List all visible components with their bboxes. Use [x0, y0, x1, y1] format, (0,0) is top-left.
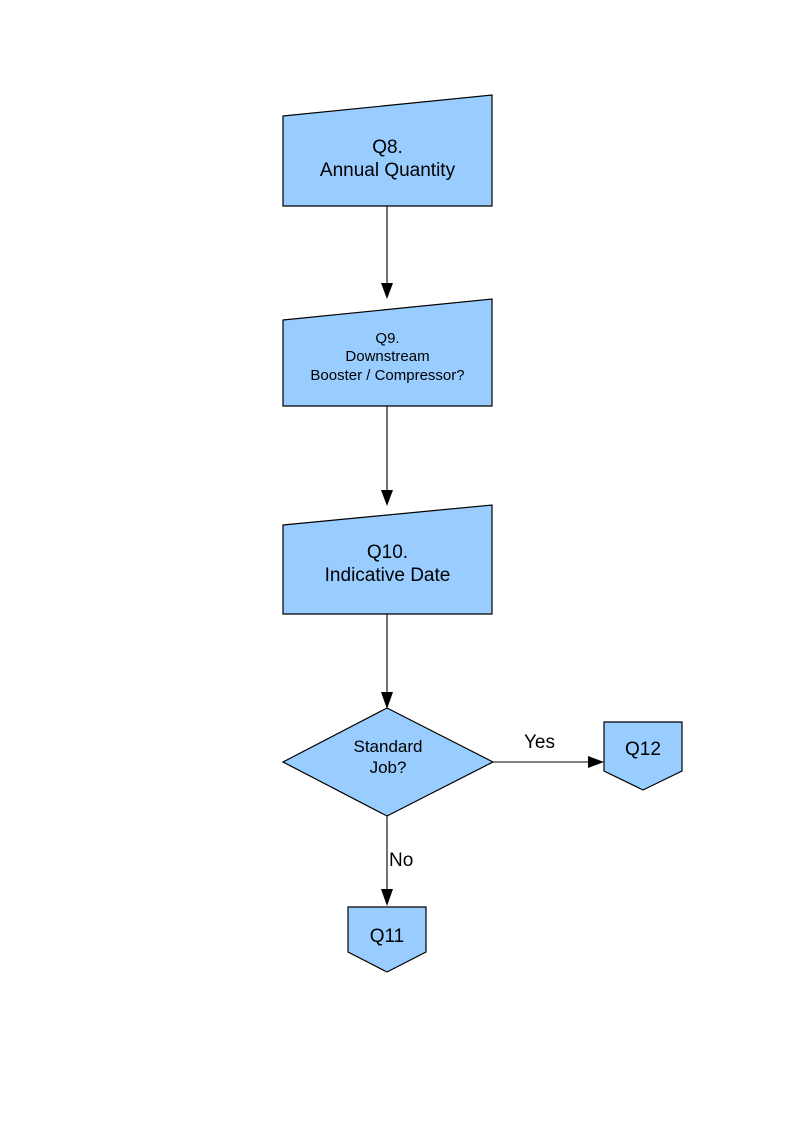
- node-q10-shape[interactable]: [282, 504, 493, 615]
- node-q9-shape[interactable]: [282, 298, 493, 407]
- connector-q8-q9-arrowhead: [381, 283, 393, 299]
- connector-decision-q12-arrowhead: [588, 756, 604, 768]
- edge-label-yes: Yes: [524, 732, 555, 753]
- node-q11-shape[interactable]: [347, 906, 427, 973]
- node-q12-shape[interactable]: [603, 721, 683, 791]
- connector-decision-q11-arrowhead: [381, 889, 393, 906]
- edge-label-no: No: [389, 850, 414, 871]
- node-decision-shape[interactable]: [281, 707, 495, 817]
- connector-q9-q10-arrowhead: [381, 490, 393, 506]
- connector-q10-decision-arrowhead: [381, 692, 393, 709]
- node-q8-shape[interactable]: [282, 94, 493, 207]
